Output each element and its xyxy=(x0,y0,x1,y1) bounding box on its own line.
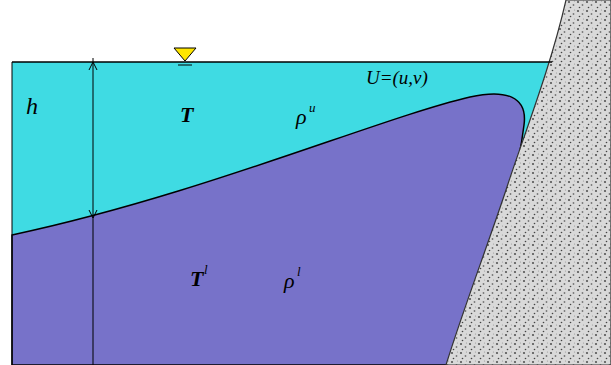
depth-arrow xyxy=(89,62,97,70)
bank-rock xyxy=(446,0,611,365)
water-level-symbol xyxy=(174,48,196,61)
temperature-label: T xyxy=(180,104,193,126)
depth-line xyxy=(93,58,94,365)
water-level-symbol xyxy=(178,65,192,66)
lower-layer xyxy=(12,94,524,365)
left-edge xyxy=(12,62,13,365)
density-label: ρ xyxy=(284,270,295,292)
superscript: u xyxy=(309,101,316,114)
density-label: ρ xyxy=(296,106,307,128)
velocity-label: U=(u,v) xyxy=(366,68,428,87)
depth-label: h xyxy=(26,94,38,118)
temperature-label: T xyxy=(190,268,203,290)
depth-arrow xyxy=(89,210,97,218)
superscript: l xyxy=(297,265,301,278)
superscript: l xyxy=(204,263,208,276)
